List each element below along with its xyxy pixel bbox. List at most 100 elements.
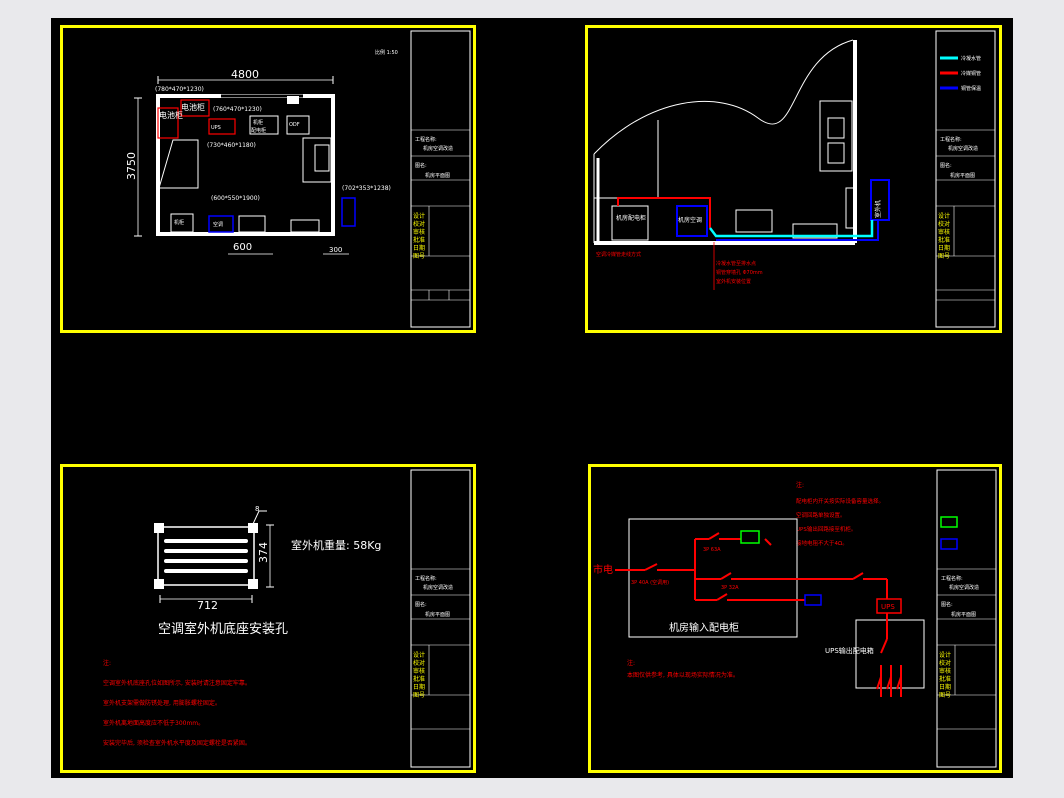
indoor-ac[interactable] [676, 205, 708, 237]
indoor-ac-unit[interactable] [208, 215, 234, 233]
dim-300: 300 [329, 246, 342, 254]
bottom-note: 注: [627, 659, 635, 667]
legend-label: 铜管保温 [961, 85, 981, 92]
equipment-label: 空调 [213, 221, 223, 228]
rack-box-2[interactable] [286, 115, 310, 135]
odf-box[interactable] [290, 219, 320, 233]
install-note: 室外机离地面高度应不低于300mm。 [103, 719, 204, 727]
ups-box[interactable] [208, 118, 236, 135]
label-cabinet: 机房配电柜 [616, 214, 646, 222]
legend-label: 冷媒铜管 [961, 70, 981, 77]
tb-row-label: 设计 [938, 212, 950, 220]
schematic-note: 空调回路单独设置。 [796, 511, 846, 519]
cad-model-space: 工程名称: 机房空调改造 图名: 机房平面图 设计校对审核批准日期图号 比例 1… [51, 18, 1013, 778]
label-size-bottom: (600*550*1900) [211, 195, 260, 202]
rack-1[interactable] [735, 209, 773, 233]
label-breaker3: 3P 32A [721, 585, 739, 591]
notes-title: 注: [103, 659, 111, 667]
install-note: 空调室外机底座孔位如图所示, 安装时请注意固定牢靠。 [103, 679, 251, 687]
battery-cabinet-1[interactable] [157, 107, 179, 139]
label-size-center: (730*460*1180) [207, 142, 256, 149]
schematic-note: UPS输出回路接至机柜。 [796, 525, 856, 533]
outdoor-unit[interactable] [341, 197, 356, 227]
tb-row-label: 批准 [413, 236, 425, 244]
dim-600: 600 [233, 242, 252, 253]
tb-row-label: 图号 [413, 253, 425, 260]
insulation-pipe [716, 220, 879, 241]
tb-row-label: 图号 [939, 692, 951, 699]
label-cabinet: 电池柜 [159, 110, 183, 120]
tb-drawing-name: 机房平面图 [951, 611, 976, 618]
tb-drawing-label: 图名: [940, 162, 952, 169]
tb-row-label: 审核 [938, 228, 950, 236]
label-ups-box: UPS输出配电箱 [825, 646, 874, 655]
schematic-notes: 配电柜内开关按实际设备容量选择。空调回路单独设置。UPS输出回路接至机柜。接地电… [796, 497, 884, 547]
dim-width-4800: 4800 [231, 68, 259, 81]
notes-title: 注: [796, 481, 804, 489]
scale-note: 比例 1:50 [375, 49, 398, 56]
red-note: 铜管穿墙孔 Φ70mm [716, 269, 763, 276]
label-ac: 机房空调 [678, 216, 702, 224]
equipment-label: 机柜 [174, 219, 184, 226]
tb-project-name: 机房空调改造 [423, 584, 453, 591]
rack-2[interactable] [792, 223, 838, 239]
tb-project-label: 工程名称: [415, 575, 437, 582]
dim-hole: 8 [255, 505, 259, 513]
tb-drawing-label: 图名: [941, 601, 953, 608]
bottom-notes: 注: 本图仅供参考, 具体以现场实际情况为准。 [627, 659, 739, 679]
tb-project-label: 工程名称: [940, 136, 962, 143]
rack-box-3[interactable] [170, 213, 194, 233]
tb-row-label: 校对 [939, 659, 951, 667]
outdoor-unit[interactable] [870, 179, 890, 221]
dim-height-374: 374 [257, 542, 270, 563]
curved-outline [593, 39, 854, 155]
tb-row-label: 日期 [413, 683, 425, 691]
tb-row-label: 设计 [413, 212, 425, 220]
sheet-floor-plan[interactable]: 工程名称: 机房空调改造 图名: 机房平面图 设计校对审核批准日期图号 比例 1… [60, 25, 476, 333]
equipment-label: 机柜 [253, 119, 263, 126]
tb-drawing-name: 机房平面图 [425, 172, 450, 179]
tb-project-name: 机房空调改造 [948, 145, 978, 152]
tb-row-label: 设计 [939, 651, 951, 659]
tb-row-label: 校对 [413, 220, 425, 228]
label-outdoor: 室外机 [874, 200, 882, 218]
dim-height-3750: 3750 [125, 152, 138, 180]
tb-row-label: 批准 [413, 675, 425, 683]
tb-row-label: 批准 [939, 675, 951, 683]
ups-box[interactable] [876, 598, 902, 614]
tb-row-label: 审核 [413, 667, 425, 675]
caption: 空调室外机底座安装孔 [158, 621, 288, 637]
label-size-top: (780*470*1230) [155, 86, 204, 93]
rack-box-1[interactable] [249, 115, 279, 135]
label-ups: UPS [881, 603, 895, 611]
sheet-piping-plan[interactable]: 工程名称: 机房空调改造 图名: 机房平面图 设计校对审核批准日期图号 冷凝水管… [585, 25, 1002, 333]
distribution-cabinet[interactable] [611, 205, 649, 241]
rack-box-4[interactable] [238, 215, 266, 233]
label-breaker1: 3P 63A [703, 547, 721, 553]
tb-drawing-name: 机房平面图 [425, 611, 450, 618]
tb-project-name: 机房空调改造 [423, 145, 453, 152]
blue-breaker[interactable] [804, 594, 822, 606]
install-note: 安装完毕后, 须检查室外机水平度及固定螺栓是否紧固。 [103, 739, 251, 747]
circuit-lines [615, 532, 902, 697]
bottom-note: 本图仅供参考, 具体以现场实际情况为准。 [627, 671, 739, 679]
equipment-label: 配电柜 [251, 127, 266, 134]
green-breaker[interactable] [740, 530, 760, 544]
sheet-electrical[interactable]: 工程名称: 机房空调改造 图名: 机房平面图 设计校对审核批准日期图号 注: 配… [588, 464, 1002, 773]
sheet-mounting-holes[interactable]: 工程名称: 机房空调改造 图名: 机房平面图 设计校对审核批准日期图号 8 71… [60, 464, 476, 773]
label-size-mid: (760*470*1230) [213, 106, 262, 113]
base-outline[interactable] [157, 526, 255, 586]
tb-row-label: 审核 [939, 667, 951, 675]
legend-label: 冷凝水管 [961, 55, 981, 62]
battery-cabinet-2[interactable] [180, 99, 210, 117]
schematic-note: 配电柜内开关按实际设备容量选择。 [796, 497, 884, 505]
